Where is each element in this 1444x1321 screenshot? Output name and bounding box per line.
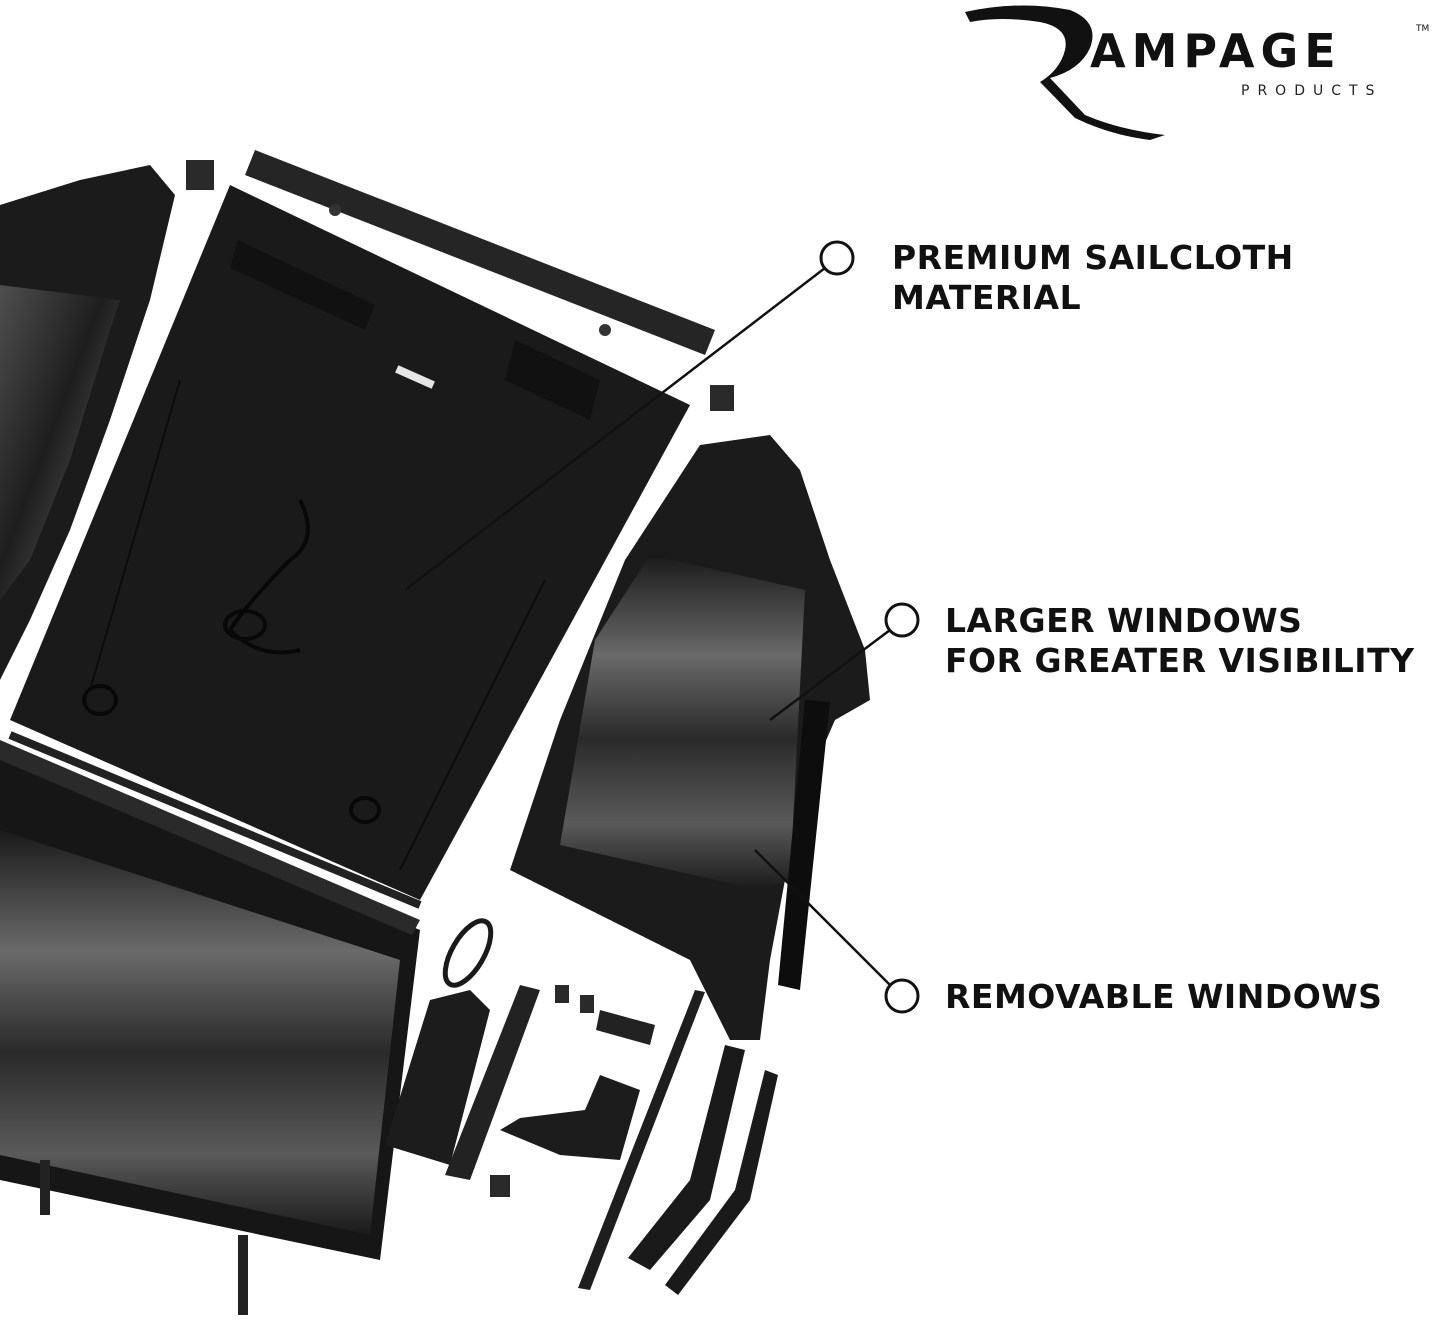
brand-tagline: PRODUCTS	[1241, 83, 1383, 99]
small-parts	[385, 918, 778, 1295]
brand-logo-text: AMPAGE	[1090, 24, 1342, 78]
callout-circle-icon	[884, 978, 920, 1014]
callout-line: FOR GREATER VISIBILITY	[945, 641, 1415, 680]
callout-line: PREMIUM SAILCLOTH	[892, 238, 1294, 277]
callout-line: MATERIAL	[892, 278, 1082, 317]
callout-circle-icon	[884, 602, 920, 638]
rampage-r-brushstroke-icon	[965, 5, 1165, 141]
brand-trademark: TM	[1416, 24, 1430, 34]
callout-circle-icon	[819, 240, 855, 276]
rear-window-panel	[0, 731, 422, 1315]
callout-removable-windows: REMOVABLE WINDOWS	[945, 977, 1382, 1017]
top-hardware	[186, 150, 734, 411]
right-door-panel	[510, 435, 870, 1040]
callout-sailcloth: PREMIUM SAILCLOTH MATERIAL	[892, 238, 1294, 318]
callout-line: LARGER WINDOWS	[945, 601, 1303, 640]
roof-panel	[10, 185, 690, 900]
callout-leaders	[404, 240, 920, 1014]
callout-line: REMOVABLE WINDOWS	[945, 977, 1383, 1016]
callout-larger-windows: LARGER WINDOWS FOR GREATER VISIBILITY	[945, 601, 1414, 681]
left-door-panel	[0, 165, 175, 680]
